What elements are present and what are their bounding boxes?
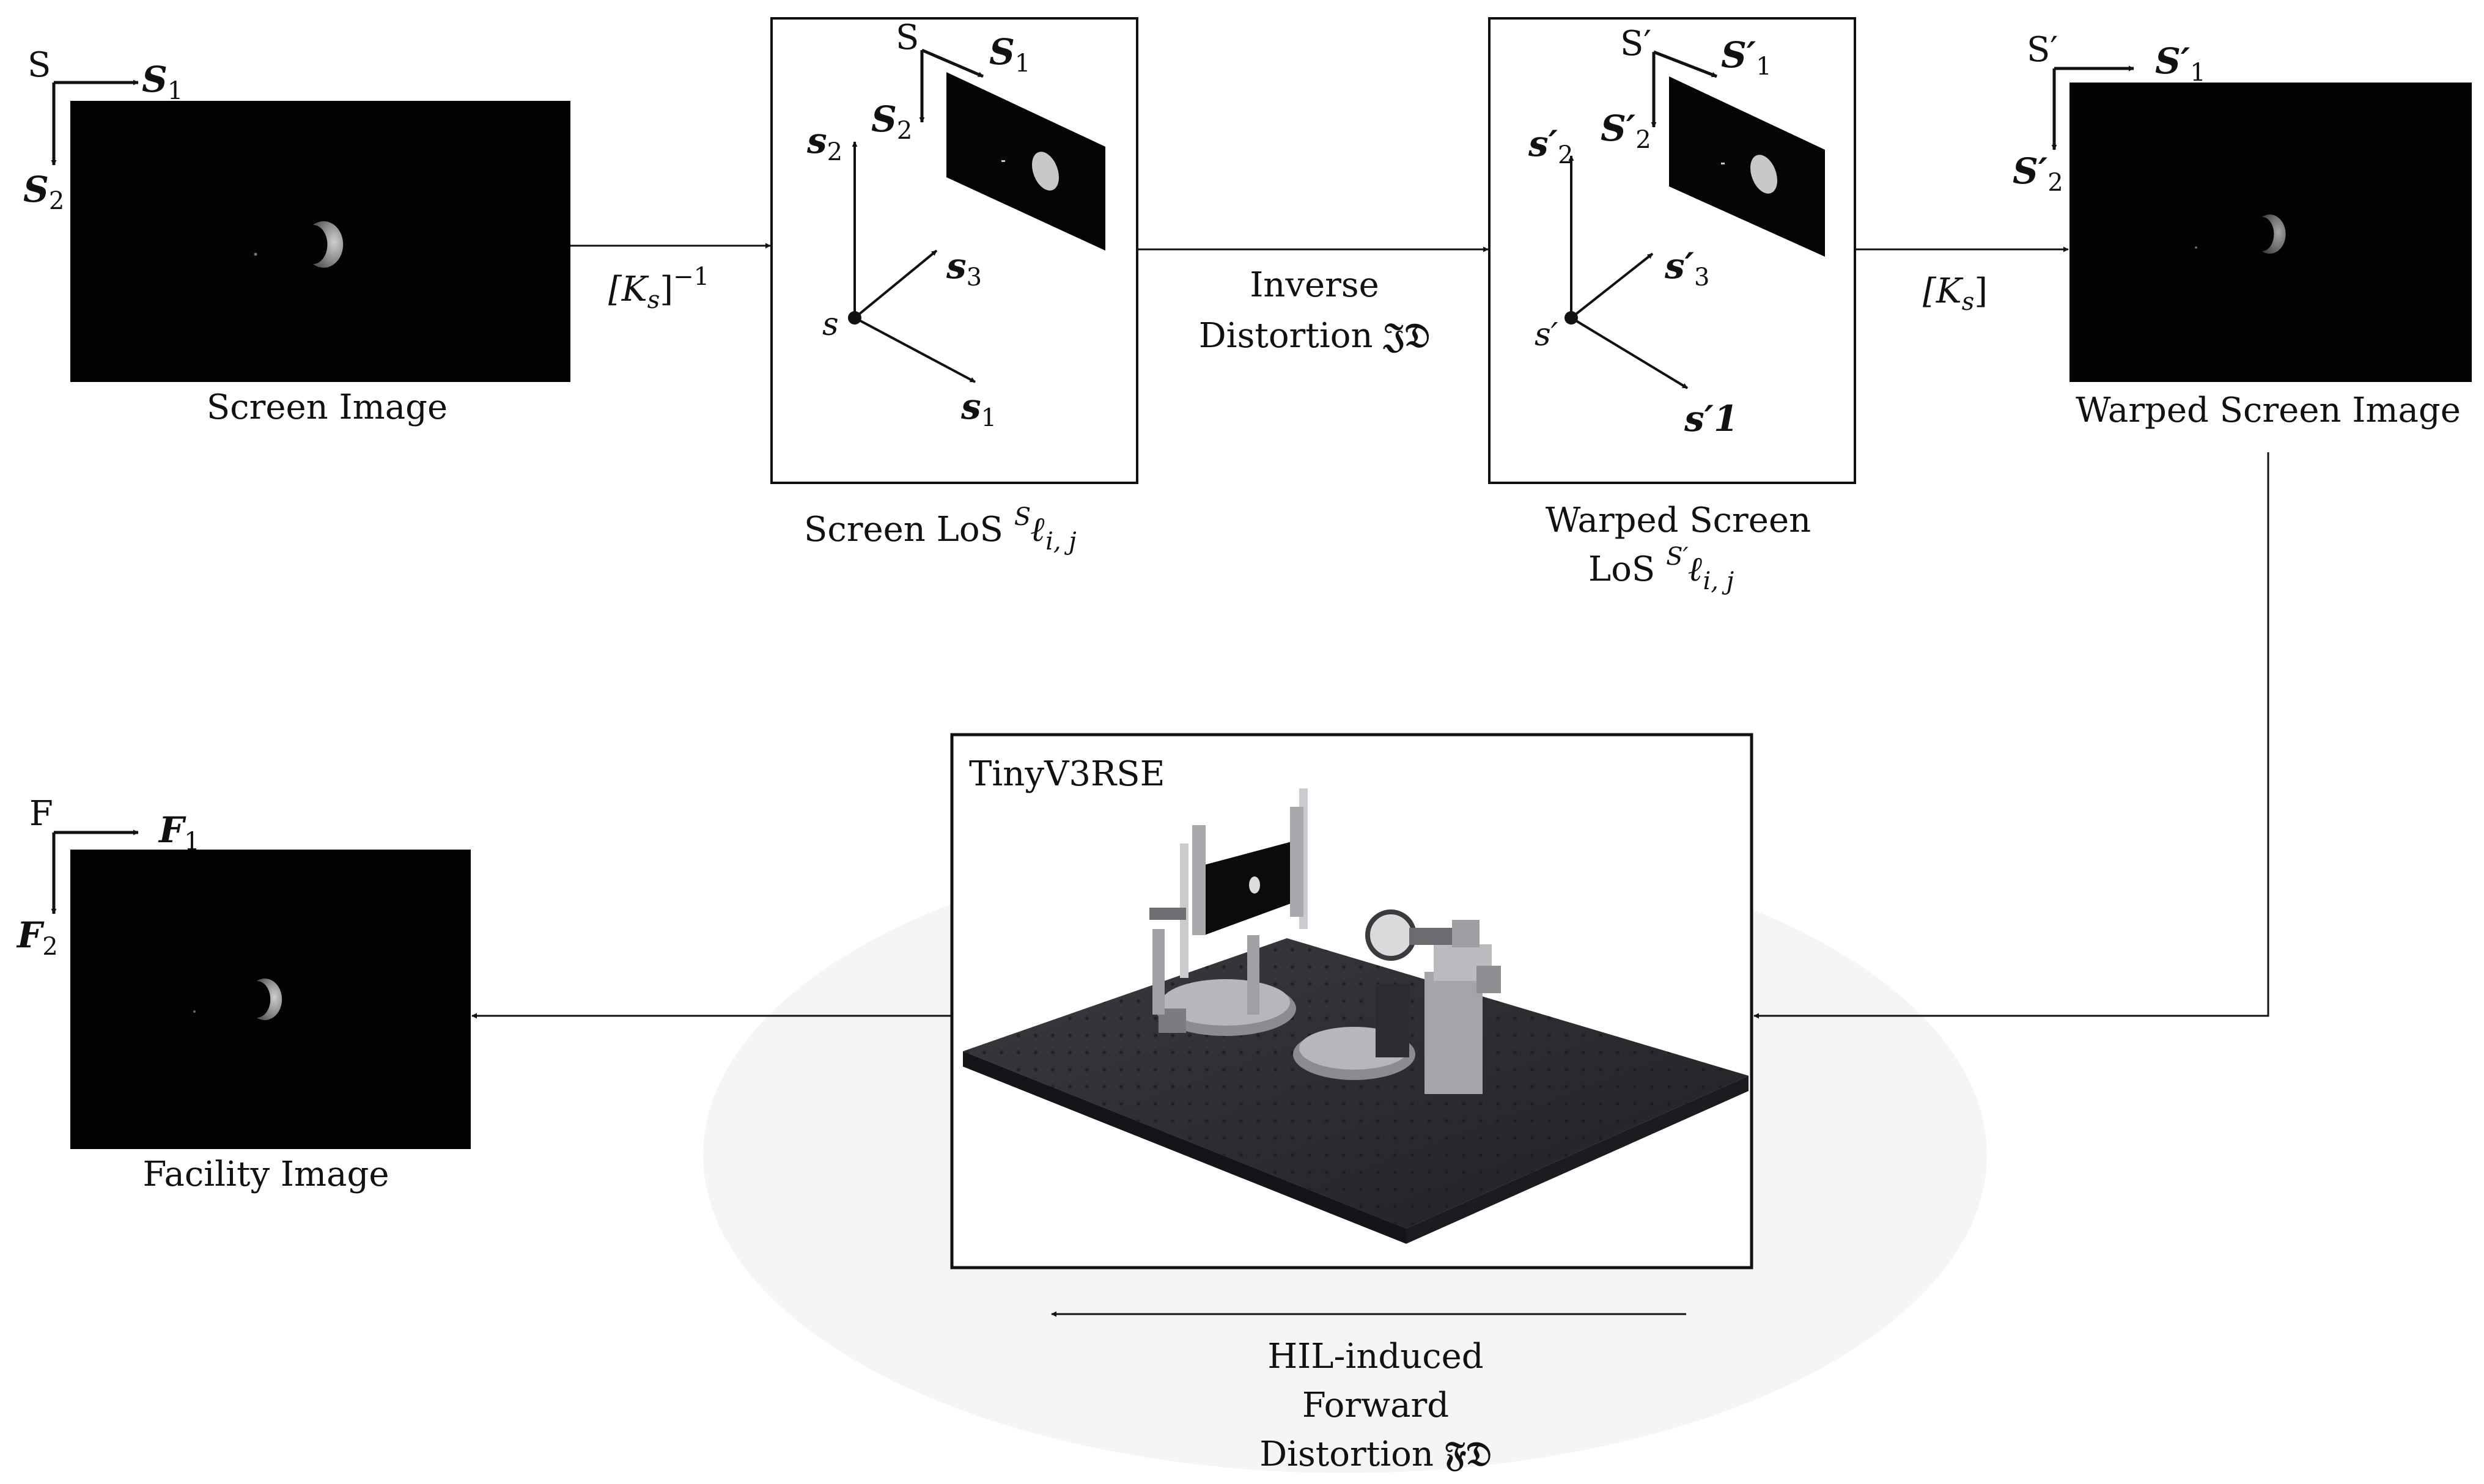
frame-axis1-label: S1 [989, 31, 1030, 78]
frame-axis1-label: F1 [158, 809, 200, 856]
frame-axis1-label: S1 [142, 59, 183, 105]
frame-axis2-label: S′2 [1601, 108, 1651, 154]
basis-v1-label: s1 [960, 386, 997, 432]
edge-label-line2: Distortion 𝔍𝔇 [1199, 315, 1430, 356]
screen-image-frame: S S1 S2 [23, 45, 183, 215]
frame-origin-label: S′ [2027, 30, 2058, 70]
screen-image [70, 101, 570, 382]
warped-screen-image-node: Warped Screen Image S′ S′1 S′2 [2013, 30, 2472, 430]
basis-origin-label: s′ [1535, 317, 1558, 353]
edge-label-line2: Forward [1302, 1386, 1449, 1425]
facility-image-caption: Facility Image [142, 1155, 389, 1194]
star-glyph [1721, 163, 1725, 164]
screen-image-node: Screen Image S S1 S2 [23, 45, 570, 427]
frame-axis2-label: S2 [871, 98, 912, 145]
edge-label: [Ks]−1 [608, 263, 709, 314]
frame-axis2-label: S′2 [2013, 150, 2063, 197]
star-glyph [1001, 160, 1005, 162]
warped-screen-los-node: S′ S′1 S′2 s′ s′2 s′3 s′1 Warped Screen … [1488, 17, 1856, 595]
star-glyph [193, 1010, 196, 1013]
basis-v2-label: s2 [806, 120, 842, 166]
edge-inverse-distortion: Inverse Distortion 𝔍𝔇 [1137, 246, 1489, 356]
basis-origin-dot [848, 311, 861, 325]
frame-axis2-label: S2 [23, 169, 64, 215]
screen-los-caption: Screen LoS Sℓi, j [804, 503, 1077, 556]
edge-label: [Ks] [1923, 271, 1988, 316]
frame-axis1-label: S′1 [1721, 34, 1772, 81]
screen-image-caption: Screen Image [207, 388, 448, 427]
moon-glyph [1750, 155, 1777, 194]
basis-origin-label: s [822, 306, 839, 343]
edge-label-line3: Distortion 𝔉𝔇 [1259, 1434, 1492, 1474]
tilted-screen [1669, 76, 1825, 257]
facility-image-node: Facility Image F F1 F2 [16, 794, 471, 1194]
edge-warped-to-facility [1753, 452, 2269, 1019]
edge-label-line1: HIL-induced [1267, 1337, 1483, 1376]
warped-screen-image-caption: Warped Screen Image [2076, 391, 2461, 430]
frame-axis1-label: S′1 [2155, 40, 2206, 87]
edge-forward-distortion: HIL-induced Forward Distortion 𝔉𝔇 [1051, 1311, 1686, 1474]
warped-screen-los-caption-line2: LoS S′ℓi, j [1588, 543, 1734, 595]
tinyv3rse-label: TinyV3RSE [969, 754, 1165, 794]
basis-v3-label: s3 [946, 245, 982, 292]
edge-label-line1: Inverse [1250, 265, 1379, 305]
screen-los-basis: s s2 s3 s1 [806, 120, 997, 432]
tinyv3rse-node: TinyV3RSE [703, 733, 1987, 1473]
frame-origin-label: S′ [1620, 24, 1651, 64]
camera-mount [1293, 909, 1501, 1094]
screen-mount [1149, 788, 1308, 1036]
warped-screen-los-basis: s′ s′2 s′3 s′1 [1528, 123, 1738, 439]
frame-origin-label: S [28, 45, 51, 85]
edge-intrinsics: [Ks] [1855, 246, 2069, 316]
warped-screen-los-caption-line1: Warped Screen [1546, 501, 1811, 540]
basis-origin-dot [1564, 311, 1578, 325]
tilted-screen [946, 72, 1105, 251]
frame-axis2-label: F2 [16, 914, 58, 961]
warped-screen-image [2069, 83, 2472, 382]
frame-origin-label: F [29, 794, 53, 834]
frame-origin-label: S [896, 18, 919, 57]
edge-inverse-intrinsics: [Ks]−1 [570, 243, 771, 314]
moon-glyph [313, 221, 344, 268]
basis-v1-label: s′1 [1684, 398, 1738, 439]
warped-screen-image-frame: S′ S′1 S′2 [2013, 30, 2206, 197]
screen-los-node: S S1 S2 s s2 s3 s1 Screen LoS Sℓi, j [770, 17, 1138, 556]
star-glyph [254, 252, 257, 256]
star-glyph [2195, 246, 2197, 249]
basis-v3-label: s′3 [1664, 245, 1709, 292]
screen-los-frame: S S1 S2 [871, 18, 1030, 145]
moon-glyph [2262, 215, 2286, 254]
moon-glyph [257, 978, 282, 1020]
warped-screen-los-frame: S′ S′1 S′2 [1601, 24, 1772, 154]
facility-image-frame: F F1 F2 [16, 794, 200, 961]
basis-v2-label: s′2 [1528, 123, 1573, 169]
moon-glyph [1032, 152, 1059, 191]
